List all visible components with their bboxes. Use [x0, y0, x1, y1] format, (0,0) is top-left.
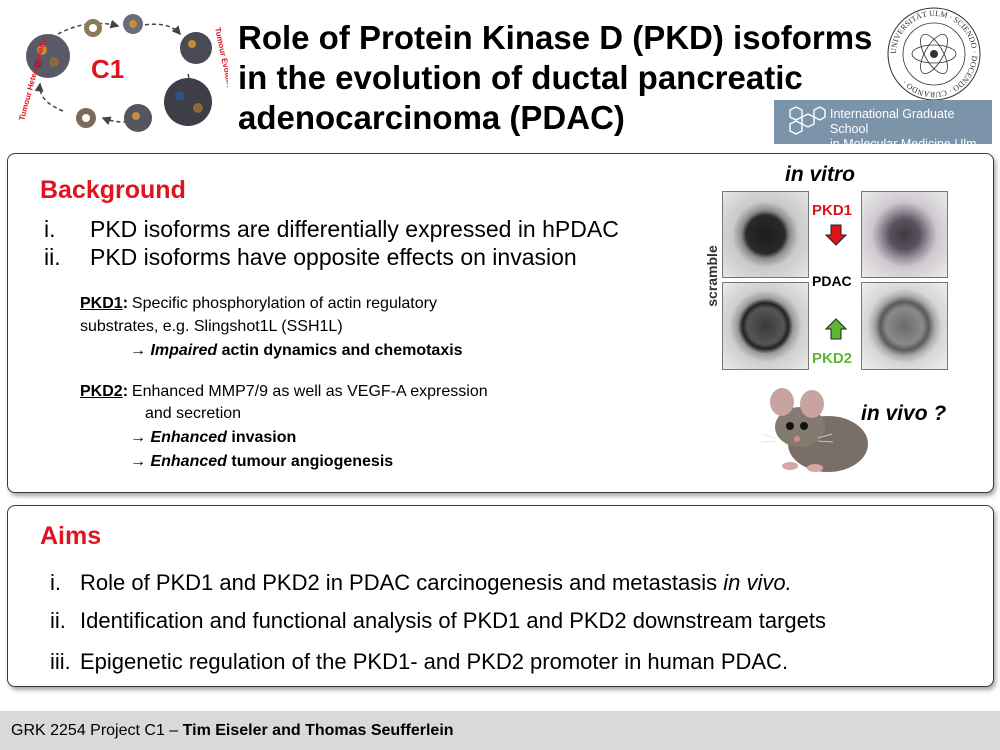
pkd2-label: PKD2 — [80, 383, 123, 400]
pkd1-label: PKD1 — [80, 295, 123, 312]
pkd1-line-2: substrates, e.g. Slingshot1L (SSH1L) — [80, 318, 343, 335]
pkd2-effect-1-em: Enhanced — [150, 429, 227, 446]
pkd2-text: : Enhanced MMP7/9 as well as VEGF-A expr… — [123, 383, 488, 400]
aim-number: i. — [50, 570, 61, 595]
aim-item-2: ii. Identification and functional analys… — [50, 607, 980, 637]
igs-logo: International Graduate School in Molecul… — [774, 100, 992, 151]
arc-label-evolution: Tumour Evolution — [213, 27, 228, 95]
scramble-label: scramble — [704, 245, 720, 307]
point-text: PKD isoforms have opposite effects on in… — [90, 244, 577, 270]
pkd1-effect: → Impaired actin dynamics and chemotaxis — [130, 341, 463, 361]
arrow-right-icon: → — [130, 342, 146, 359]
background-point-1: i. PKD isoforms are differentially expre… — [44, 214, 684, 244]
igs-line-2: in Molecular Medicine Ulm — [830, 137, 977, 151]
pkd2-effect-1: → Enhanced invasion — [130, 428, 296, 448]
point-number: ii. — [44, 244, 61, 270]
spheroid-photo-pkd2 — [861, 282, 948, 370]
aim-text: Identification and functional analysis o… — [80, 608, 826, 633]
title-line-2: in the evolution of ductal pancreatic — [238, 59, 803, 96]
pkd1-effect-text: actin dynamics and chemotaxis — [217, 342, 463, 359]
aim-item-1: i. Role of PKD1 and PKD2 in PDAC carcino… — [50, 569, 980, 599]
background-point-2: ii. PKD isoforms have opposite effects o… — [44, 242, 684, 272]
aim-text: Epigenetic regulation of the PKD1- and P… — [80, 649, 789, 674]
igs-line-1: International Graduate School — [830, 107, 955, 136]
aim-text: Role of PKD1 and PKD2 in PDAC carcinogen… — [80, 570, 724, 595]
spheroid-photo-pkd1 — [861, 191, 948, 278]
pkd1-line-1: PKD1:: Specific phosphorylation of actin… — [80, 295, 437, 312]
aim-text-em: in vivo. — [723, 570, 792, 595]
figure-pdac-label: PDAC — [812, 273, 852, 289]
aim-number: iii. — [50, 649, 71, 674]
pkd2-effect-1-text: invasion — [226, 429, 297, 446]
aims-panel — [7, 505, 994, 687]
university-ulm-seal: UNIVERSITÄT ULM · SCIENDO · DOCENDO · CU… — [887, 7, 981, 101]
aim-number: ii. — [50, 608, 66, 633]
pkd2-effect-2-em: Enhanced — [150, 453, 227, 470]
footer-project: GRK 2254 Project C1 – — [11, 722, 183, 739]
pkd1-text: : Specific phosphorylation of actin regu… — [123, 295, 437, 312]
pkd1-effect-em: Impaired — [150, 342, 218, 359]
spheroid-photo-scramble-top — [722, 191, 809, 278]
c1-tumour-logo: C1 Tumour Heterogeneity Tumour Evolution — [17, 14, 228, 132]
c1-label: C1 — [91, 54, 124, 84]
footer: GRK 2254 Project C1 – Tim Eiseler and Th… — [0, 711, 1000, 750]
hexagon-molecule-icon — [789, 106, 826, 135]
figure-pkd1-label: PKD1 — [812, 202, 853, 219]
spheroid-photo-scramble-bottom — [722, 282, 809, 370]
pkd2-line-2: and secretion — [145, 405, 242, 422]
in-vitro-label: in vitro — [785, 163, 856, 186]
point-text: PKD isoforms are differentially expresse… — [90, 216, 619, 242]
page-title: Role of Protein Kinase D (PKD) isoforms … — [238, 18, 888, 138]
title-line-3: adenocarcinoma (PDAC) — [238, 99, 625, 136]
aims-title: Aims — [40, 522, 102, 550]
in-vivo-label: in vivo ? — [861, 402, 947, 425]
footer-authors: Tim Eiseler and Thomas Seufferlein — [182, 722, 454, 739]
point-number: i. — [44, 216, 56, 242]
title-line-1: Role of Protein Kinase D (PKD) isoforms — [238, 19, 873, 56]
pkd2-effect-2-text: tumour angiogenesis — [226, 453, 394, 470]
up-arrow-icon — [825, 318, 847, 340]
arrow-right-icon: → — [130, 429, 146, 446]
background-title: Background — [40, 176, 186, 204]
aim-item-3: iii. Epigenetic regulation of the PKD1- … — [50, 648, 980, 678]
pkd2-line-1: PKD2:: Enhanced MMP7/9 as well as VEGF-A… — [80, 383, 488, 400]
arrow-right-icon: → — [130, 453, 146, 470]
figure-pkd2-label: PKD2 — [812, 350, 853, 367]
pkd2-effect-2: → Enhanced tumour angiogenesis — [130, 452, 393, 472]
mouse-illustration — [760, 388, 868, 472]
down-arrow-icon — [825, 224, 847, 246]
